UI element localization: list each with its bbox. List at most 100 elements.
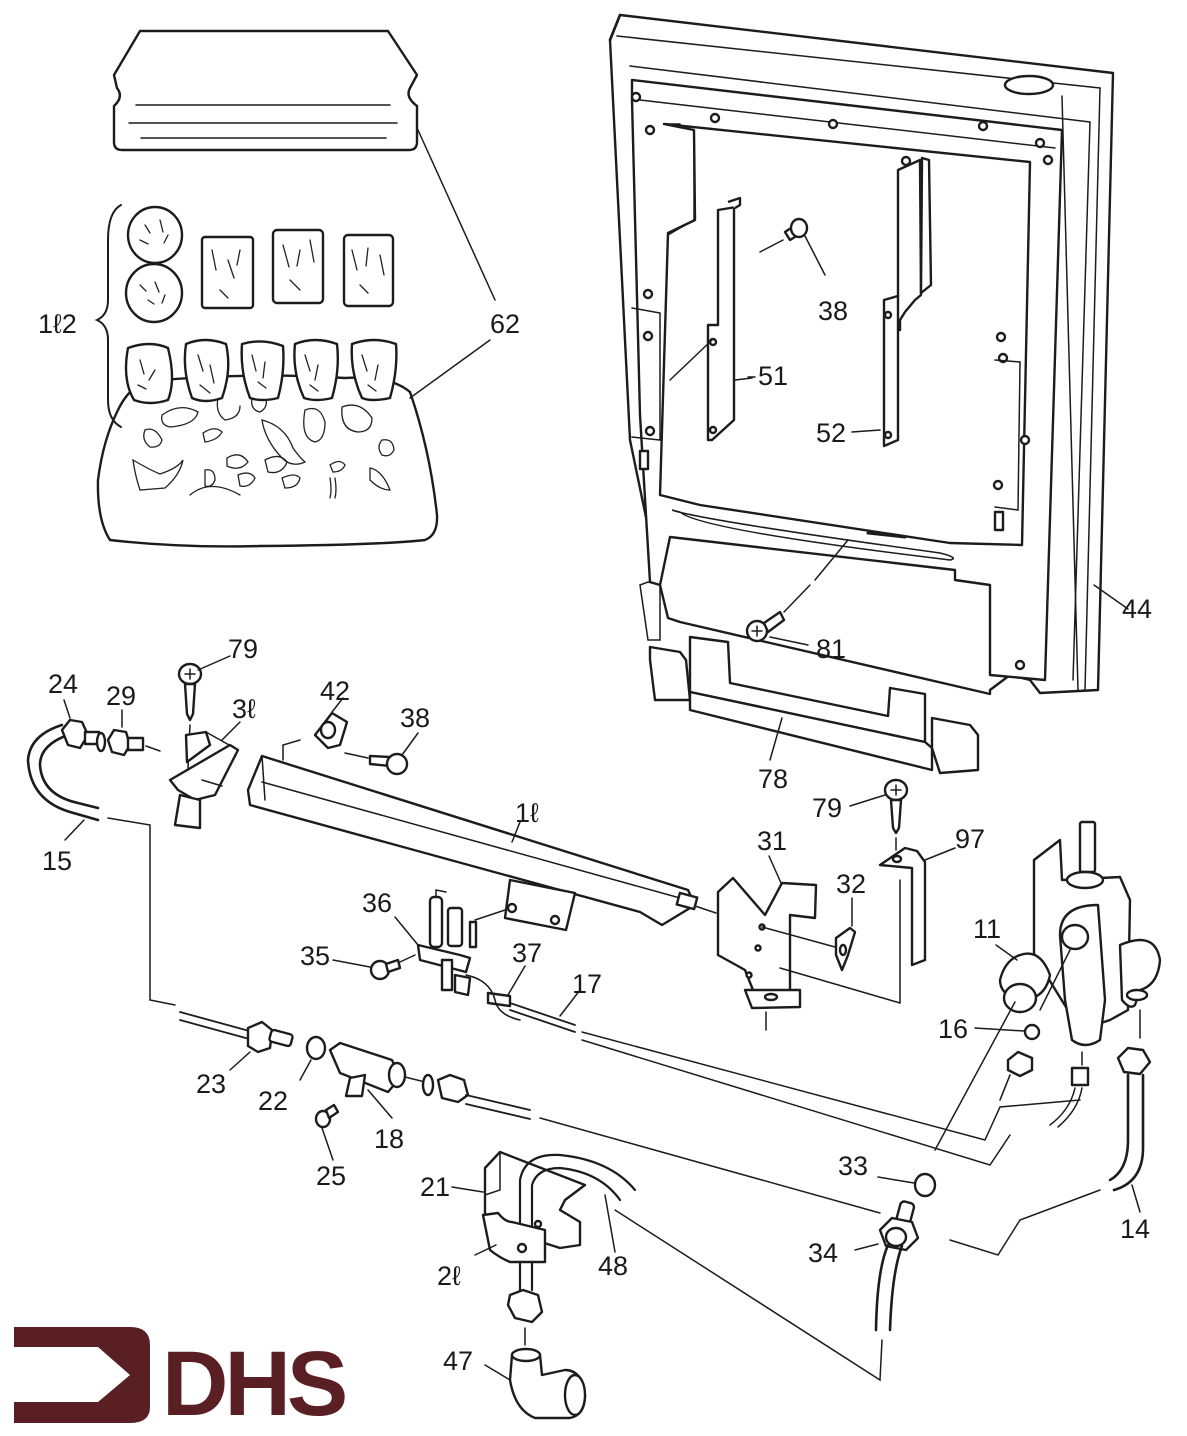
label-79b: 79 <box>812 793 842 823</box>
label-15: 15 <box>42 846 72 876</box>
label-47: 47 <box>443 1346 473 1376</box>
coal-round <box>124 262 184 324</box>
part-52-right-bracket[interactable]: 52 <box>816 156 933 448</box>
label-32: 32 <box>836 869 866 899</box>
coal-block <box>342 233 395 308</box>
leader-line <box>614 1209 883 1382</box>
label-79a: 79 <box>228 634 258 664</box>
part-35-screw[interactable]: 35 <box>300 941 416 981</box>
part-34-nut[interactable]: 34 <box>808 1200 920 1332</box>
frame-slot <box>638 449 650 471</box>
brand-name: DHS <box>162 1333 345 1435</box>
part-37-fitting[interactable]: 37 <box>465 938 542 1021</box>
part-18-tee[interactable]: 18 <box>328 1041 426 1154</box>
leader-line <box>409 339 491 399</box>
label-20: 2ℓ <box>437 1261 461 1291</box>
part-38-screw-lower[interactable]: 38 <box>368 703 430 776</box>
part-51-left-bracket[interactable]: 51 <box>669 196 788 442</box>
label-23: 23 <box>196 1069 226 1099</box>
brand-logo: DHS <box>14 1327 349 1435</box>
label-16: 16 <box>938 1014 968 1044</box>
label-42: 42 <box>320 676 350 706</box>
part-30-bracket[interactable]: 3ℓ <box>168 694 256 830</box>
part-20-clip[interactable]: 2ℓ <box>437 1211 547 1291</box>
label-34: 34 <box>808 1238 838 1268</box>
part-16-injector[interactable]: 16 <box>938 1014 1090 1128</box>
part-24-nut[interactable]: 24 <box>48 669 107 753</box>
coal-block <box>200 235 255 310</box>
part-15-pipe[interactable]: 15 <box>26 723 176 1006</box>
label-25: 25 <box>316 1161 346 1191</box>
part-29-connector[interactable]: 29 <box>106 681 161 757</box>
label-33: 33 <box>838 1151 868 1181</box>
label-10: 1ℓ <box>515 798 539 828</box>
label-31: 31 <box>757 826 787 856</box>
leader-line <box>581 1031 1081 1141</box>
leader-line <box>107 817 176 1006</box>
part-79-screw-right[interactable]: 79 <box>812 778 909 851</box>
label-51: 51 <box>758 361 788 391</box>
pipe-segment-right <box>421 1073 881 1214</box>
frame-edge <box>629 65 1091 123</box>
part-32-clip[interactable]: 32 <box>834 869 866 972</box>
valve-spindle <box>1078 820 1097 874</box>
label-36: 36 <box>362 888 392 918</box>
part-22-olive[interactable]: 22 <box>258 1035 327 1116</box>
part-31-bracket[interactable]: 31 <box>694 826 901 1031</box>
label-37: 37 <box>512 938 542 968</box>
part-14-supply-pipe[interactable]: 14 <box>949 1046 1152 1256</box>
part-10-burner[interactable]: 1ℓ <box>246 739 699 932</box>
fuel-tray <box>112 29 419 152</box>
brace <box>94 204 122 428</box>
label-22: 22 <box>258 1086 288 1116</box>
label-44: 44 <box>1122 594 1152 624</box>
label-38a: 38 <box>818 296 848 326</box>
leader-line <box>949 1189 1101 1256</box>
label-24: 24 <box>48 669 78 699</box>
part-81-screw[interactable]: 81 <box>745 539 849 664</box>
part-102-coals[interactable]: 1ℓ2 <box>38 204 398 428</box>
part-36-pilot[interactable]: 36 <box>362 888 506 997</box>
label-14: 14 <box>1120 1214 1150 1244</box>
label-62: 62 <box>490 309 520 339</box>
part-23-nut[interactable]: 23 <box>179 1011 294 1099</box>
label-102: 1ℓ2 <box>38 309 77 339</box>
part-17-pilot-tube[interactable]: 17 <box>509 969 1081 1166</box>
thermocouple-tube <box>428 895 444 949</box>
part-78-front-rail[interactable]: 78 <box>648 635 980 794</box>
label-21: 21 <box>420 1172 450 1202</box>
leader-line <box>1093 584 1129 610</box>
label-48: 48 <box>598 1251 628 1281</box>
frame-holes <box>630 91 1054 671</box>
leader-line <box>779 879 901 1004</box>
part-48-pipe[interactable]: 48 <box>518 1153 883 1382</box>
label-29: 29 <box>106 681 136 711</box>
part-38-screw-upper[interactable]: 38 <box>759 217 848 326</box>
label-81: 81 <box>816 634 846 664</box>
part-79-screw-left[interactable]: 79 <box>177 634 258 769</box>
flue-opening <box>1003 74 1055 96</box>
part-62-fuel-bed[interactable]: 62 <box>96 29 520 548</box>
label-38b: 38 <box>400 703 430 733</box>
label-17: 17 <box>572 969 602 999</box>
coal-round <box>126 205 184 265</box>
part-42-clip[interactable]: 42 <box>313 676 369 759</box>
label-11: 11 <box>973 914 1001 944</box>
label-18: 18 <box>374 1124 404 1154</box>
leader-line <box>417 129 496 301</box>
part-25-screw[interactable]: 25 <box>314 1103 346 1191</box>
part-11-gas-valve[interactable]: 11 <box>934 820 1162 1151</box>
part-47-elbow[interactable]: 47 <box>443 1288 587 1420</box>
coal-block <box>271 228 325 305</box>
coal-texture <box>137 219 385 394</box>
part-44-firebox[interactable]: 44 <box>608 13 1152 696</box>
part-97-bracket[interactable]: 97 <box>878 824 985 967</box>
label-97: 97 <box>955 824 985 854</box>
label-78: 78 <box>758 764 788 794</box>
part-33-olive[interactable]: 33 <box>838 1151 937 1198</box>
label-35: 35 <box>300 941 330 971</box>
frame-slot <box>993 510 1005 532</box>
arrow-right-bracket-icon <box>14 1327 150 1423</box>
label-30: 3ℓ <box>232 694 256 724</box>
leader-line <box>581 1039 1011 1166</box>
